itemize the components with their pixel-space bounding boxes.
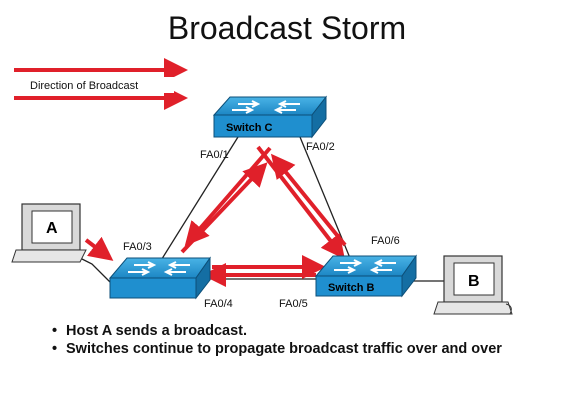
legend-label-bg [26, 77, 174, 93]
switch-arrows-icon [334, 259, 396, 274]
broadcast-arrows [84, 145, 347, 287]
bullet-list: Host A sends a broadcast. Switches conti… [52, 323, 502, 359]
arrow-b-to-c [270, 153, 347, 247]
switch-b: Switch B [314, 254, 417, 298]
page-title: Broadcast Storm [167, 10, 407, 46]
arrow-a-to-c [180, 162, 268, 254]
switch-arrows-icon [232, 100, 300, 114]
switch-c-label: Switch C [226, 122, 273, 134]
link-host-a [79, 257, 111, 283]
legend-label: Direction of Broadcast [30, 80, 138, 92]
switch-c: Switch C [212, 95, 328, 139]
mouse-cable-icon [505, 303, 512, 315]
bullet-item: Host A sends a broadcast. [52, 323, 502, 340]
arrow-c-to-b [256, 145, 345, 260]
arrow-host-to-switch [84, 236, 114, 261]
port-label-c-right: FA0/2 [306, 141, 335, 153]
legend: Direction of Broadcast [14, 58, 188, 110]
host-b: B [433, 255, 513, 315]
keyboard-icon [433, 301, 513, 315]
keyboard-icon [11, 249, 87, 263]
host-a-label: A [46, 220, 58, 237]
bullet-item: Switches continue to propagate broadcast… [52, 341, 502, 358]
link-c-a [159, 136, 239, 263]
port-label-a-top: FA0/3 [123, 241, 152, 253]
port-label-c-left: FA0/1 [200, 149, 229, 161]
port-label-a-bottom: FA0/4 [204, 298, 233, 310]
arrow-c-to-a [184, 146, 272, 247]
port-label-b-bottom: FA0/5 [279, 298, 308, 310]
switch-arrows-icon [128, 261, 190, 276]
switch-a [108, 256, 211, 300]
port-label-b-top: FA0/6 [371, 235, 400, 247]
host-b-label: B [468, 273, 480, 290]
switch-b-label: Switch B [328, 282, 375, 294]
host-a: A [11, 203, 87, 263]
